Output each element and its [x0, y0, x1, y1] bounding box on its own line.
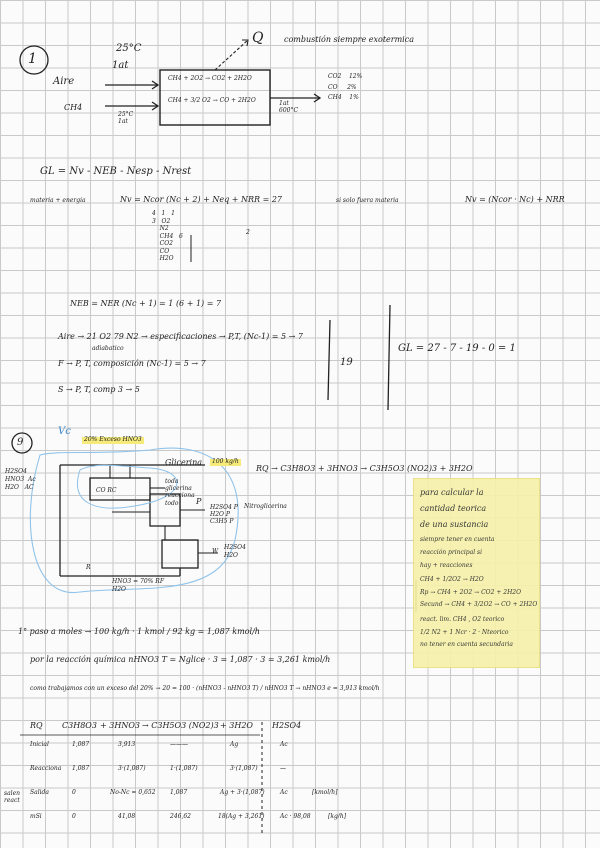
unit-label: [kmol/h] [312, 790, 337, 797]
note-line: reacción principal si [420, 550, 539, 557]
aire-sub: adiabatico [92, 346, 124, 353]
pressure-top: 1at [112, 60, 128, 71]
left-stream: H2SO4 HNO3 Ac H2O AC [5, 468, 36, 491]
nv-materia: Nv = (Ncor · Nc) + NRR [465, 196, 565, 205]
gl-formula: GL = Nv - NEB - Nesp - Nrest [40, 166, 191, 177]
table-header-cell: → C3H5O3 (NO2)3 [142, 722, 219, 731]
table-cell: 0 [72, 814, 76, 821]
neb-formula: NEB = NER (Nc + 1) = 1 (6 + 1) = 7 [70, 300, 221, 309]
inlet-air: Aire [53, 76, 74, 87]
table-cell: 41,08 [118, 814, 135, 821]
table-cell: 1,087 [170, 790, 187, 797]
table-cell: Ac · 98,08 [280, 814, 311, 821]
row-label: Salida [30, 790, 49, 797]
table-side-note: salen react [4, 790, 20, 804]
nv-formula: Nv = Ncor (Nc + 2) + Neq + NRR = 27 [120, 196, 282, 205]
table-cell: — [280, 766, 286, 773]
product-list: CO2 12% CO 2% CH4 1% [328, 74, 362, 102]
row-label: mSi [30, 814, 42, 821]
note-line: CH4 + 1/2O2 → H2O [420, 577, 539, 584]
p-label: P [196, 498, 201, 507]
gl-result: GL = 27 - 7 - 19 - 0 = 1 [398, 343, 516, 354]
note-line: no tener en cuenta secundaria [420, 642, 539, 649]
section-number: 9 [17, 437, 23, 448]
nv-components: 4 1 1 3 O2 N2 CH4 6 CO2 CO H2O [152, 210, 183, 263]
product-item: CO2 12% [328, 74, 362, 81]
flow-label: 100 kg/h [210, 459, 241, 466]
table-header-cell: RQ [30, 722, 43, 731]
solo-materia: si solo fuera materia [336, 198, 399, 205]
note-lines: para calcular la cantidad teorica de una… [414, 479, 539, 649]
note-line: react. lim. CH4 , O2 teorico [420, 617, 539, 624]
note-line: de una sustancia [420, 521, 539, 530]
sticky-note: para calcular la cantidad teorica de una… [413, 478, 540, 668]
table-cell: Ag [230, 742, 238, 749]
note-line: 1/2 N2 + 1 Ncr · 2 · Nteorico [420, 630, 539, 637]
q-label: Q [252, 31, 263, 46]
step-1: 1° paso a moles → 100 kg/h · 1 kmol / 92… [18, 628, 260, 637]
recycle-label: R [86, 565, 91, 572]
reaction-2: CH4 + 3/2 O2 → CO + 2H2O [168, 98, 256, 105]
step-2: por la reacción química nHNO3 T = Nglice… [30, 656, 330, 665]
nitroglicerina: Nitroglicerina [244, 504, 287, 511]
table-header-cell: + 3HNO3 [100, 722, 140, 731]
glicerina-label: Glicerina [165, 459, 202, 468]
s-line: S → P, T, comp 3 → 5 [58, 386, 140, 395]
table-cell: 0 [72, 790, 76, 797]
table-cell: No-Nc = 0,652 [110, 790, 156, 797]
note-line: Secund → CH4 + 3/2O2 → CO + 2H2O [420, 602, 539, 609]
table-cell: Ac [280, 742, 288, 749]
outlet-conditions: 1at 600°C [279, 101, 298, 114]
table-cell: 3,913 [118, 742, 135, 749]
product-item: CO 2% [328, 85, 362, 92]
table-cell: 18(Ag + 3,261) [218, 814, 265, 821]
table-header-cell: H2SO4 [272, 722, 301, 731]
note-line: siempre tener en cuenta [420, 537, 539, 544]
w-label: W [212, 549, 218, 556]
inlet-ch4: CH4 [64, 104, 82, 113]
table-cell: 3·(1,087) [118, 766, 146, 773]
unit-label: [kg/h] [328, 814, 346, 821]
reaction-1: CH4 + 2O2 → CO2 + 2H2O [168, 76, 252, 83]
temp-top: 25°C [116, 43, 141, 54]
f-line: F → P, T, composición (Nc-1) = 5 → 7 [58, 360, 206, 369]
table-cell: 3·(1,087) [230, 766, 258, 773]
row-label: Inicial [30, 742, 49, 749]
exceso-note: 20% Exceso HNO3 [82, 437, 144, 444]
table-header-cell: + 3H2O [220, 722, 253, 731]
table-cell: 1·(1,087) [170, 766, 198, 773]
table-cell: 1,087 [72, 742, 89, 749]
table-cell: 1,087 [72, 766, 89, 773]
h2so4-out: H2SO4 H2O [224, 544, 246, 560]
materia-label: materia + energia [30, 198, 86, 205]
vc-label: Vc [58, 426, 71, 437]
aire-line: Aire → 21 O2 79 N2 → especificaciones → … [58, 333, 303, 342]
note-line: para calcular la [420, 489, 539, 498]
section-number: 1 [28, 52, 37, 67]
q-note: combustión siempre exotermica [284, 36, 414, 45]
product-item: CH4 1% [328, 95, 362, 102]
note-line: cantidad teorica [420, 505, 539, 514]
table-cell: Ac [280, 790, 288, 797]
table-cell: ——— [170, 742, 188, 749]
table-header-cell: C3H8O3 [62, 722, 97, 731]
inlet-conditions: 25°C 1at [118, 112, 133, 125]
nv-sub2: 2 [246, 230, 250, 237]
reactor-labels: CO RC [96, 488, 117, 495]
note-line: hay + reacciones [420, 563, 539, 570]
table-cell: 246,62 [170, 814, 191, 821]
step-3: como trabajamos con un exceso del 20% → … [30, 686, 380, 693]
p-composition: H2SO4 P H2O P C3H5 P [210, 504, 238, 526]
rq-reaction: RQ → C3H8O3 + 3HNO3 → C3H5O3 (NO2)3 + 3H… [256, 465, 473, 474]
note-line: Rp → CH4 + 2O2 → CO2 + 2H2O [420, 590, 539, 597]
sum-19: 19 [340, 357, 353, 368]
table-cell: Ag + 3·(1,087) [220, 790, 265, 797]
side-note: toda glicerina reacciona todo [165, 478, 195, 507]
row-label: Reacciona [30, 766, 61, 773]
recycle-composition: HNO3 = 70% RF H2O [112, 578, 164, 593]
